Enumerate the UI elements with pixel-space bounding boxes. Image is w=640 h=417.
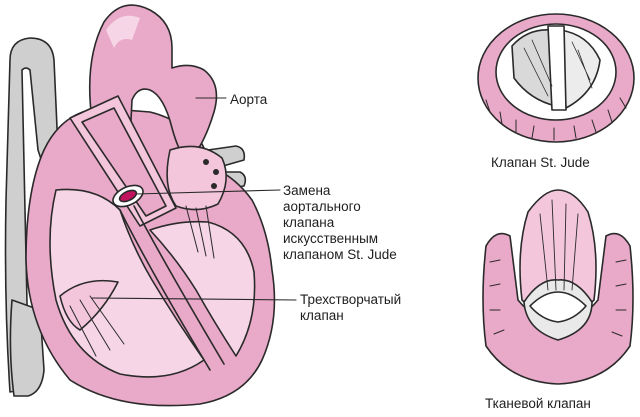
st-jude-leaflet <box>559 29 601 109</box>
vessel-dot <box>211 183 217 189</box>
inferior-vessel <box>9 299 45 397</box>
st-jude-valve-illustration <box>477 13 635 143</box>
aortic-valve-replacement <box>112 184 144 208</box>
aorta-highlight <box>106 15 140 48</box>
label-line: клапаном St. Jude <box>283 247 397 262</box>
tricuspid-leaflet <box>59 279 119 331</box>
label-tricuspid-valve: Трехстворчатый клапан <box>300 292 401 324</box>
label-line: аортального <box>283 199 361 214</box>
tissue-valve-illustration <box>482 189 634 385</box>
left-chamber <box>149 220 256 357</box>
left-atrium <box>166 145 227 211</box>
vessel-dot <box>213 169 219 175</box>
label-line: клапан <box>300 308 344 323</box>
mitral-strings <box>185 205 215 259</box>
label-st-jude-valve: Клапан St. Jude <box>491 155 590 170</box>
tissue-valve-folds <box>539 199 579 291</box>
tissue-valve-stitches <box>489 259 627 337</box>
leaflet-lines <box>523 39 593 97</box>
label-line: Трехстворчатый <box>300 292 402 307</box>
sewing-cuff-stitches <box>485 97 627 141</box>
septum-line <box>119 205 225 371</box>
label-aorta: Аорта <box>230 92 268 107</box>
label-line: клапана <box>283 215 335 230</box>
label-line: искусственным <box>283 231 379 246</box>
vessel-dot <box>203 159 209 165</box>
chordae <box>69 295 125 357</box>
heart-illustration <box>4 4 276 407</box>
label-line: Замена <box>283 183 331 198</box>
leader-tricuspid <box>91 297 297 301</box>
st-jude-pivot <box>547 25 567 111</box>
label-tissue-valve: Тканевой клапан <box>485 396 591 411</box>
leader-lines <box>91 97 297 301</box>
pulmonary-trunk-lumen <box>81 107 167 217</box>
label-aortic-valve-replacement: Замена аортального клапана искусственным… <box>283 183 397 263</box>
leader-valve <box>135 189 281 195</box>
tissue-valve-rim <box>529 291 587 323</box>
